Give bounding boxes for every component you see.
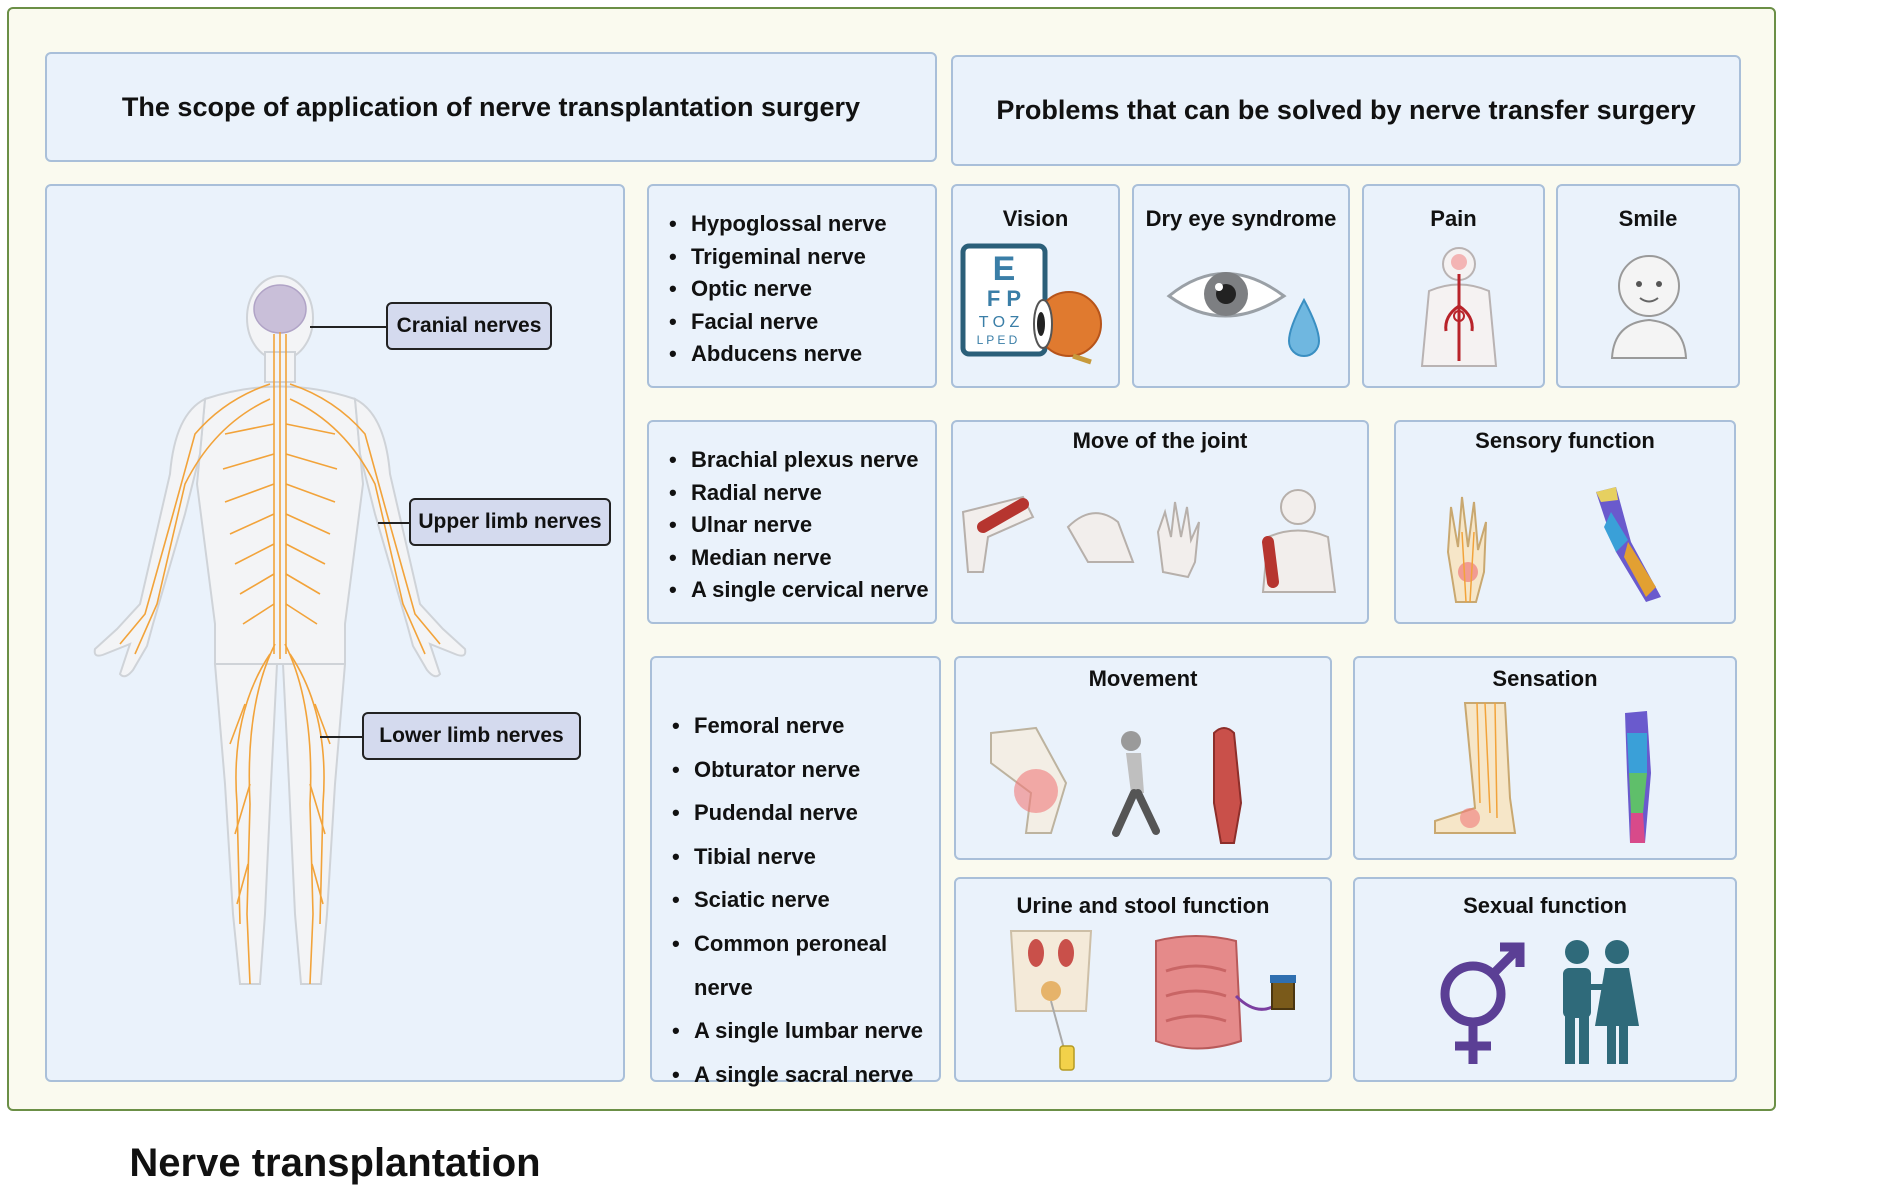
dry-eye-panel: Dry eye syndrome [1132,184,1350,388]
upper-nerve-list-panel: Brachial plexus nerve Radial nerve Ulnar… [647,420,937,624]
arm-dermatome-icon [1596,487,1661,602]
left-arm-shape [93,397,207,678]
smile-panel: Smile [1556,184,1740,388]
lower-nerve-list-panel: Femoral nerve Obturator nerve Pudendal n… [650,656,941,1096]
eye-chart-row3: T O Z [979,314,1020,331]
cranial-nerve-list: Hypoglossal nerve Trigeminal nerve Optic… [649,208,887,371]
human-body-illustration [93,275,467,985]
sexual-function-title: Sexual function [1463,893,1627,918]
sensation-icons [1434,702,1651,843]
joint-movement-title: Move of the joint [1072,428,1248,453]
list-item: Sciatic nerve [652,878,939,922]
cranial-nerve-list-panel: Hypoglossal nerve Trigeminal nerve Optic… [647,184,937,388]
urine-stool-panel: Urine and stool function [954,877,1332,1082]
list-item: A single lumbar nerve [652,1009,939,1053]
nerve-transplantation-title: Nerve transplantation [129,1141,541,1185]
intestines-icon [1155,935,1296,1050]
list-item: Common peroneal nerve [652,922,939,1009]
lower-limb-nerves-label: Lower limb nerves [362,712,581,760]
hand-sensory-icon [1446,496,1487,603]
eye-chart-row2: F P [987,286,1021,311]
cranial-leader-line [310,326,388,328]
urine-stool-title: Urine and stool function [1016,893,1270,918]
list-item: Obturator nerve [652,748,939,792]
joint-movement-icons [961,489,1337,593]
vision-panel: Vision E F P T O Z L P E D [951,184,1120,388]
wrist-icon [1066,512,1135,563]
hand-icon [1156,501,1200,579]
eye-chart-icon: E F P T O Z L P E D [960,243,1102,365]
right-arm-shape [353,397,467,678]
upper-limb-nerves-label-text: Upper limb nerves [418,510,602,533]
list-item: Median nerve [649,542,929,575]
left-leg-shape [213,663,279,985]
nerve-network [119,332,441,985]
baby-face-icon [1610,255,1688,359]
lower-limb-nerves-label-text: Lower limb nerves [379,724,564,747]
urinary-system-icon [1009,930,1093,1071]
urine-stool-icons [1009,930,1296,1071]
upper-limb-nerves-label: Upper limb nerves [409,498,611,546]
sensory-function-icons [1446,487,1661,603]
sensory-function-panel: Sensory function [1394,420,1736,624]
shoulder-icon [1261,489,1337,593]
list-item: A single sacral nerve [652,1053,939,1097]
upper-nerve-list: Brachial plexus nerve Radial nerve Ulnar… [649,444,929,607]
dry-eye-title: Dry eye syndrome [1145,206,1337,231]
joint-movement-panel: Move of the joint [951,420,1369,624]
cranial-nerves-label: Cranial nerves [386,302,552,350]
leg-dermatome-icon [1625,711,1651,843]
pain-title: Pain [1430,206,1477,231]
water-drop-icon [1287,297,1321,357]
movement-icons [990,726,1243,844]
sensation-title: Sensation [1492,666,1598,691]
list-item: Ulnar nerve [649,509,929,542]
eye-chart-row1: E [993,250,1016,288]
list-item: Tibial nerve [652,835,939,879]
list-item: Radial nerve [649,477,929,510]
header-left: The scope of application of nerve transp… [45,52,937,162]
list-item: Hypoglossal nerve [649,208,887,241]
header-right-text: Problems that can be solved by nerve tra… [996,95,1696,125]
list-item: Femoral nerve [652,704,939,748]
gender-symbol-icon [1440,942,1525,1064]
sexual-function-panel: Sexual function [1353,877,1737,1082]
dry-eye-icon [1166,272,1321,357]
list-item: Pudendal nerve [652,791,939,835]
header-right: Problems that can be solved by nerve tra… [951,55,1741,166]
sexual-function-icons [1440,940,1639,1064]
elbow-icon [961,495,1035,573]
lower-leader-line [320,736,364,738]
list-item: Abducens nerve [649,338,887,371]
pain-panel: Pain [1362,184,1545,388]
list-item: Brachial plexus nerve [649,444,929,477]
sensory-function-title: Sensory function [1475,428,1655,453]
pain-body-icon [1420,247,1498,367]
list-item: Optic nerve [649,273,887,306]
calf-muscle-icon [1213,727,1243,844]
brain-shape [253,284,307,334]
list-item: A single cervical nerve [649,574,929,607]
smile-title: Smile [1618,206,1678,231]
header-left-text: The scope of application of nerve transp… [121,91,861,122]
list-item: Trigeminal nerve [649,241,887,274]
upper-leader-line [378,522,411,524]
right-leg-shape [281,663,347,985]
list-item: Facial nerve [649,306,887,339]
sensation-panel: Sensation [1353,656,1737,860]
movement-panel: Movement [954,656,1332,860]
cranial-nerves-label-text: Cranial nerves [396,314,542,337]
knee-icon [990,726,1068,834]
foot-sensory-icon [1434,702,1517,834]
couple-icon [1563,940,1639,1064]
vision-title: Vision [1002,206,1069,231]
eye-chart-row4: L P E D [977,333,1018,347]
lower-nerve-list: Femoral nerve Obturator nerve Pudendal n… [652,704,939,1096]
figure-canvas: The scope of application of nerve transp… [0,0,1902,1121]
movement-title: Movement [1088,666,1198,691]
walking-person-icon [1112,731,1160,837]
